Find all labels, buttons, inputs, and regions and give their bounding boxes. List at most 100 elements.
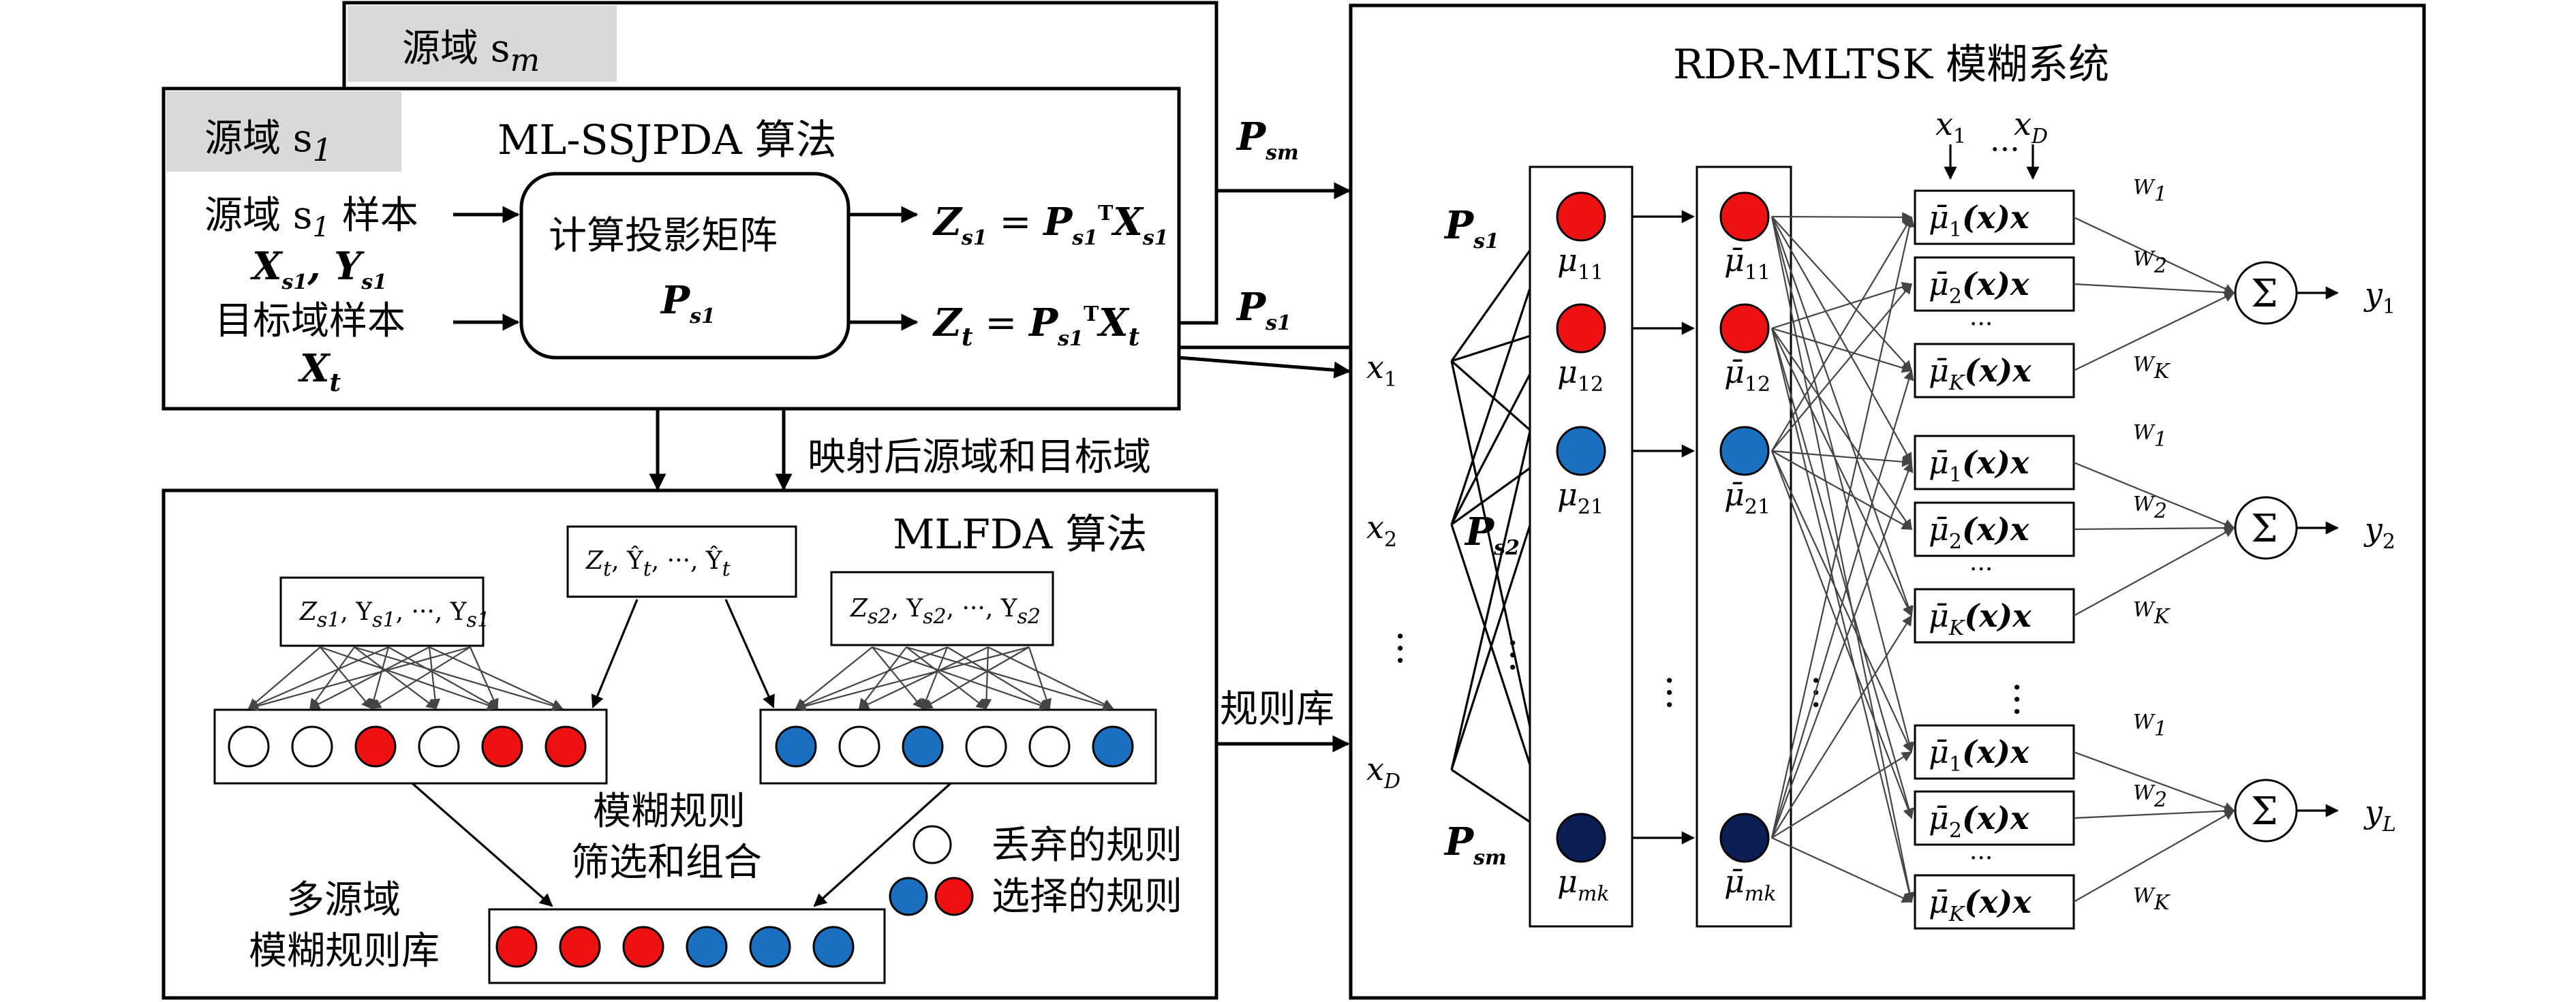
output-label: y2 (2363, 511, 2395, 554)
target-sample-label: 目标域样本 (215, 299, 405, 343)
rule-consequent-label: μ̄2(x)x (1929, 511, 2029, 554)
target-set-box (566, 525, 797, 598)
rule-consequent-label: μ̄1(x)x (1929, 444, 2029, 487)
fuzzy-rules-label: 模糊规则 (593, 789, 746, 834)
ssjpda-panel: 源域 s1 ML-SSJPDA 算法 源域 s1 样本 Xs1, Ys1 目标域… (162, 87, 1181, 411)
rule-circle (418, 725, 460, 768)
weight-label: W1 (2133, 710, 2167, 741)
membership-label: μ12 (1557, 354, 1604, 396)
rule-circle (495, 926, 538, 968)
source1-set-box (279, 576, 485, 647)
input-x2: x2 (1366, 509, 1397, 552)
mapping-label: 映射后源域和目标域 (808, 435, 1151, 480)
select-legend-circle-red (934, 877, 974, 916)
weight-label: W1 (2133, 421, 2167, 452)
p-s1-label: Ps1 (1236, 285, 1291, 335)
normalized-node (1719, 813, 1770, 863)
normalized-node (1719, 426, 1770, 476)
p-s2-node: Ps2 (1464, 510, 1520, 560)
membership-label: μmk (1557, 863, 1610, 906)
weight-label: W1 (2133, 176, 2167, 206)
rule-consequent-label: μ̄2(x)x (1929, 266, 2029, 309)
rule-circle (481, 725, 523, 768)
rule-consequent-label: μ̄K(x)x (1929, 597, 2031, 640)
svg-text:···: ··· (1969, 845, 1993, 873)
normalized-label: μ̄21 (1724, 476, 1770, 519)
p-sm-label: Psm (1236, 114, 1299, 165)
rule-circle (545, 725, 587, 768)
source-1-label: 源域 s1 (204, 116, 333, 168)
target-set-label: Zt, Ŷt, ···, Ŷt (585, 546, 731, 581)
rule-circle (559, 926, 601, 968)
source2-set-box (830, 571, 1054, 646)
rule-circle (902, 725, 944, 768)
weight-label: W2 (2133, 247, 2167, 278)
source-sample-label: 源域 s1 样本 (204, 193, 418, 243)
rule-consequent-box (1914, 588, 2075, 644)
p-sm-node: Psm (1443, 819, 1507, 870)
output-label: yL (2363, 794, 2396, 836)
membership-node (1556, 191, 1606, 242)
membership-node (1556, 813, 1606, 863)
top-input-x1: x1 (1935, 106, 1966, 148)
source2-rule-row (759, 708, 1157, 785)
normalized-label: μ̄11 (1724, 242, 1770, 285)
target-projection-eq: Zt = Ps1TXt (932, 300, 1140, 351)
normalized-node (1719, 303, 1770, 354)
rule-circle (354, 725, 397, 768)
rule-consequent-box (1914, 874, 2075, 930)
svg-text:···: ··· (1994, 681, 2038, 717)
input-x1: x1 (1366, 349, 1397, 392)
rule-base-arrow-label: 规则库 (1220, 687, 1334, 732)
source2-set-label: Zs2, Ys2, ···, Ys2 (850, 595, 1041, 629)
rule-consequent-box (1914, 435, 2075, 490)
mlfda-panel: MLFDA 算法 Zs1, Ys1, ···, Ys1 Zt, Ŷt, ···,… (162, 488, 1218, 1000)
normalized-node (1719, 191, 1770, 242)
svg-text:···: ··· (1646, 674, 1691, 710)
rule-consequent-box (1914, 790, 2075, 846)
filter-combine-label: 筛选和组合 (571, 841, 762, 885)
weight-label: WK (2133, 353, 2171, 383)
svg-text:···: ··· (1990, 131, 2020, 168)
multi-source-label: 多源域 (286, 878, 401, 922)
sum-symbol: Σ (2251, 272, 2278, 316)
p-sm-arrow (1214, 182, 1351, 320)
membership-label: μ21 (1557, 476, 1604, 519)
discard-legend-label: 丢弃的规则 (992, 824, 1182, 868)
input-xD: xD (1366, 751, 1400, 794)
input-dots: ··· (1377, 630, 1422, 666)
weight-label: W2 (2133, 492, 2167, 523)
mltsk-title: RDR-MLTSK 模糊系统 (1673, 41, 2109, 89)
normalized-membership-layer (1696, 166, 1792, 928)
rule-circle (775, 725, 817, 768)
rule-consequent-box (1914, 501, 2075, 557)
svg-text:···: ··· (1969, 556, 1993, 584)
weight-label: W2 (2133, 781, 2167, 812)
source-projection-eq: Zs1 = Ps1TXs1 (932, 200, 1169, 250)
normalized-label: μ̄mk (1724, 863, 1777, 906)
weight-label: WK (2133, 598, 2171, 629)
rule-circle (838, 725, 880, 768)
rule-circle (686, 926, 728, 968)
weight-label: WK (2133, 884, 2171, 915)
source-m-label: 源域 sm (402, 27, 540, 78)
rule-consequent-label: μ̄2(x)x (1929, 800, 2029, 843)
rule-consequent-label: μ̄1(x)x (1929, 199, 2029, 242)
select-legend-label: 选择的规则 (992, 875, 1182, 919)
rule-circle (622, 926, 664, 968)
compute-projection-box (519, 172, 850, 360)
rule-circle (1092, 725, 1134, 768)
projection-symbol: Ps1 (660, 278, 716, 328)
rule-circle (812, 926, 855, 968)
rule-consequent-label: μ̄K(x)x (1929, 883, 2031, 926)
p-s1-arrow (1178, 356, 1351, 379)
membership-node (1556, 303, 1606, 354)
output-label: y1 (2363, 276, 2395, 319)
mltsk-panel: RDR-MLTSK 模糊系统 x1 x2 xD ··· Ps1 Ps2 Psm … (1349, 3, 2426, 1000)
p-s1-node: Ps1 (1443, 203, 1499, 253)
normalized-label: μ̄12 (1724, 354, 1770, 396)
sum-symbol: Σ (2251, 507, 2278, 551)
membership-node (1556, 426, 1606, 476)
mlfda-title: MLFDA 算法 (893, 511, 1147, 559)
